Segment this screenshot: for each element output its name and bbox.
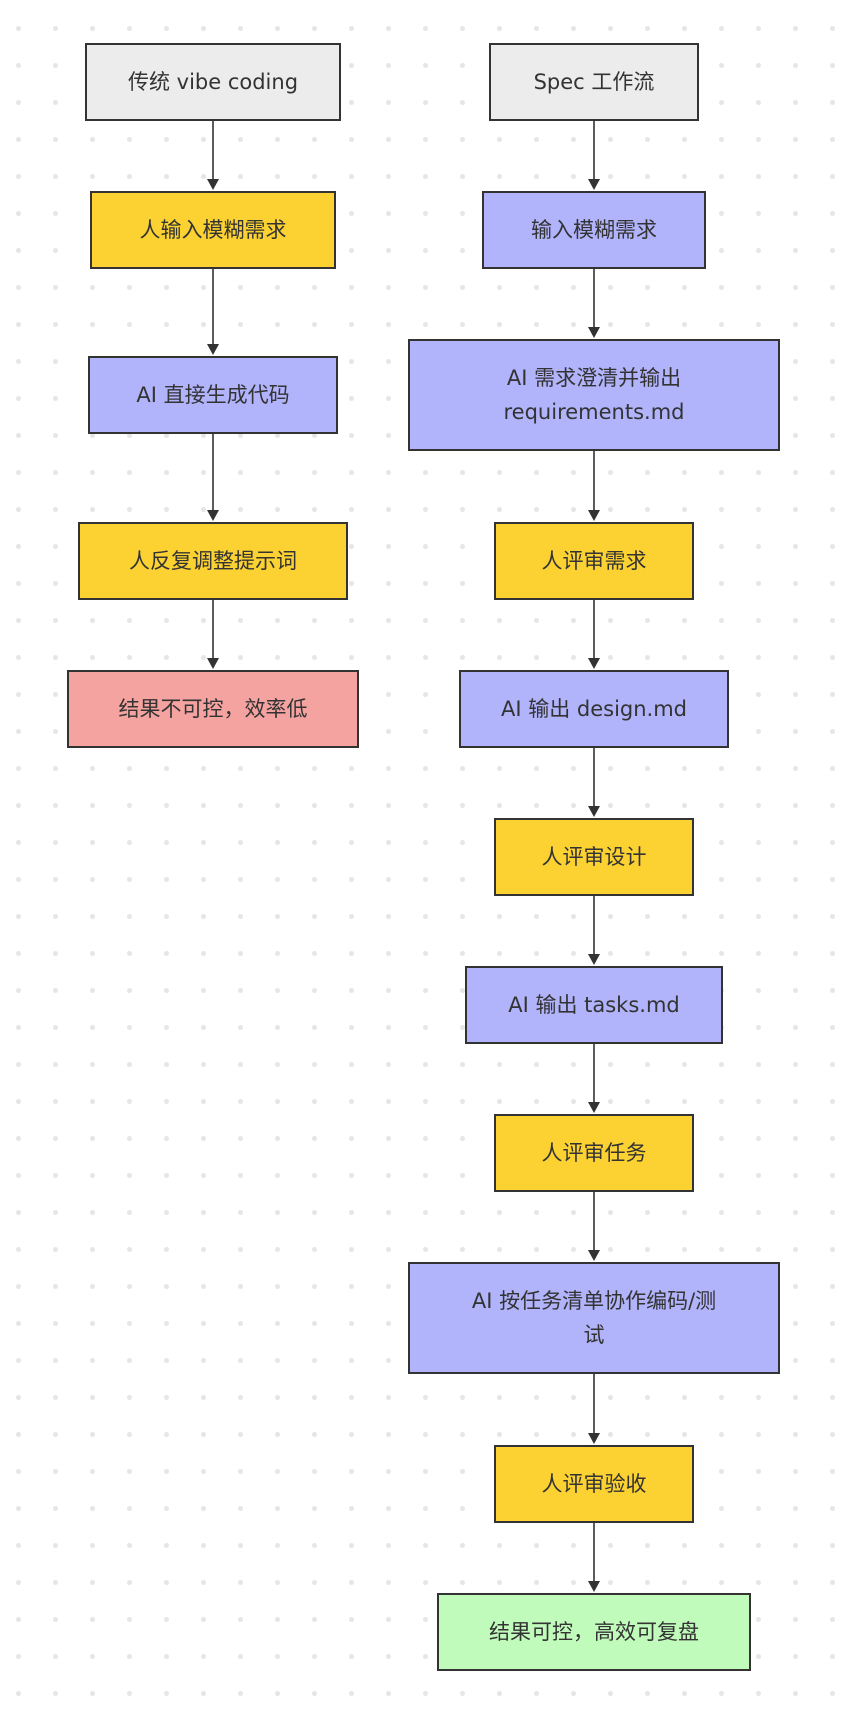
right-step-requirements-node: AI 需求澄清并输出 requirements.md <box>408 339 780 451</box>
right-start-node: Spec 工作流 <box>489 43 699 121</box>
left-step-adjust-label: 人反复调整提示词 <box>129 549 297 573</box>
right-step-review-tasks-node: 人评审任务 <box>494 1114 694 1192</box>
right-start-label: Spec 工作流 <box>533 70 655 94</box>
left-step-generate-label: AI 直接生成代码 <box>136 383 290 407</box>
right-step-acceptance-node: 人评审验收 <box>494 1445 694 1523</box>
right-result-node: 结果可控，高效可复盘 <box>437 1593 751 1671</box>
connector-arrow <box>588 1374 600 1444</box>
right-step-requirements-line2: requirements.md <box>503 400 685 424</box>
right-step-review-requirements-node: 人评审需求 <box>494 522 694 600</box>
connector-arrow <box>588 1523 600 1592</box>
left-start-label: 传统 vibe coding <box>127 70 299 94</box>
right-step-tasks-node: AI 输出 tasks.md <box>465 966 723 1044</box>
left-result-node: 结果不可控，效率低 <box>67 670 359 748</box>
right-step-input-node: 输入模糊需求 <box>482 191 706 269</box>
right-step-coding-line2: 试 <box>583 1323 605 1347</box>
left-step-generate-node: AI 直接生成代码 <box>88 356 338 434</box>
connector-arrow <box>588 1044 600 1113</box>
connector-arrow <box>207 434 219 521</box>
connector-arrow <box>588 451 600 521</box>
connector-arrow <box>207 269 219 355</box>
connector-arrow <box>588 748 600 817</box>
connector-arrow <box>588 121 600 190</box>
left-step-input-node: 人输入模糊需求 <box>90 191 336 269</box>
right-step-requirements-line1: AI 需求澄清并输出 <box>506 366 682 390</box>
right-step-review-design-label: 人评审设计 <box>541 845 647 869</box>
left-step-input-label: 人输入模糊需求 <box>139 218 287 242</box>
connector-arrow <box>588 269 600 338</box>
right-step-design-label: AI 输出 design.md <box>500 697 688 721</box>
connector-arrow <box>588 896 600 965</box>
connector-arrow <box>207 121 219 190</box>
right-step-coding-line1: AI 按任务清单协作编码/测 <box>471 1289 717 1313</box>
right-result-label: 结果可控，高效可复盘 <box>489 1620 699 1644</box>
connector-arrow <box>588 600 600 669</box>
right-step-tasks-label: AI 输出 tasks.md <box>508 993 680 1017</box>
left-step-adjust-node: 人反复调整提示词 <box>78 522 348 600</box>
connector-arrow <box>588 1192 600 1261</box>
right-step-acceptance-label: 人评审验收 <box>541 1472 647 1496</box>
right-step-design-node: AI 输出 design.md <box>459 670 729 748</box>
right-step-review-requirements-label: 人评审需求 <box>541 549 647 573</box>
left-result-label: 结果不可控，效率低 <box>118 697 308 721</box>
right-step-review-design-node: 人评审设计 <box>494 818 694 896</box>
connector-arrow <box>207 600 219 669</box>
right-step-coding-node: AI 按任务清单协作编码/测 试 <box>408 1262 780 1374</box>
left-start-node: 传统 vibe coding <box>85 43 341 121</box>
right-step-input-label: 输入模糊需求 <box>531 218 657 242</box>
right-step-review-tasks-label: 人评审任务 <box>541 1141 647 1165</box>
